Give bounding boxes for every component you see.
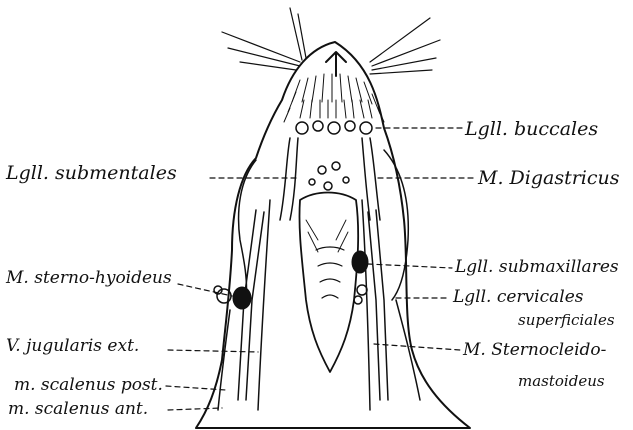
label-m-scalenus-ant: m. scalenus ant. — [8, 401, 148, 418]
label-m-digastricus: M. Digastricus — [478, 169, 620, 188]
submaxillary-gland-right — [352, 251, 368, 273]
label-m-sterno-hyoideus: M. sterno-hyoideus — [6, 270, 172, 287]
buccal-glands — [296, 121, 372, 134]
whiskers — [222, 8, 440, 74]
label-superficiales: superficiales — [518, 313, 615, 328]
label-lgll-cervicales: Lgll. cervicales — [453, 289, 583, 306]
label-v-jugularis-ext: V. jugularis ext. — [6, 338, 139, 355]
trachea — [316, 247, 344, 298]
jugular-right — [362, 200, 370, 410]
nose — [326, 52, 346, 76]
label-lgll-buccales: Lgll. buccales — [465, 120, 598, 139]
jugular-left — [258, 200, 270, 410]
submental-glands — [309, 162, 349, 190]
leader-lines — [166, 128, 474, 410]
digastricus-right — [362, 138, 380, 220]
submaxillary-gland-left — [233, 287, 251, 309]
label-m-sternocleido: M. Sternocleido- — [463, 342, 606, 359]
label-lgll-submaxillares: Lgll. submaxillares — [455, 259, 619, 276]
sternocleidomastoideus-left — [218, 310, 230, 410]
head-outline — [196, 42, 470, 428]
sterno-hyoid-right — [368, 210, 388, 400]
label-m-scalenus-post: m. scalenus post. — [14, 377, 163, 394]
larynx — [299, 193, 358, 373]
label-lgll-submentales: Lgll. submentales — [6, 164, 177, 183]
digastricus-left — [280, 138, 298, 220]
label-mastoideus: mastoideus — [518, 374, 605, 389]
